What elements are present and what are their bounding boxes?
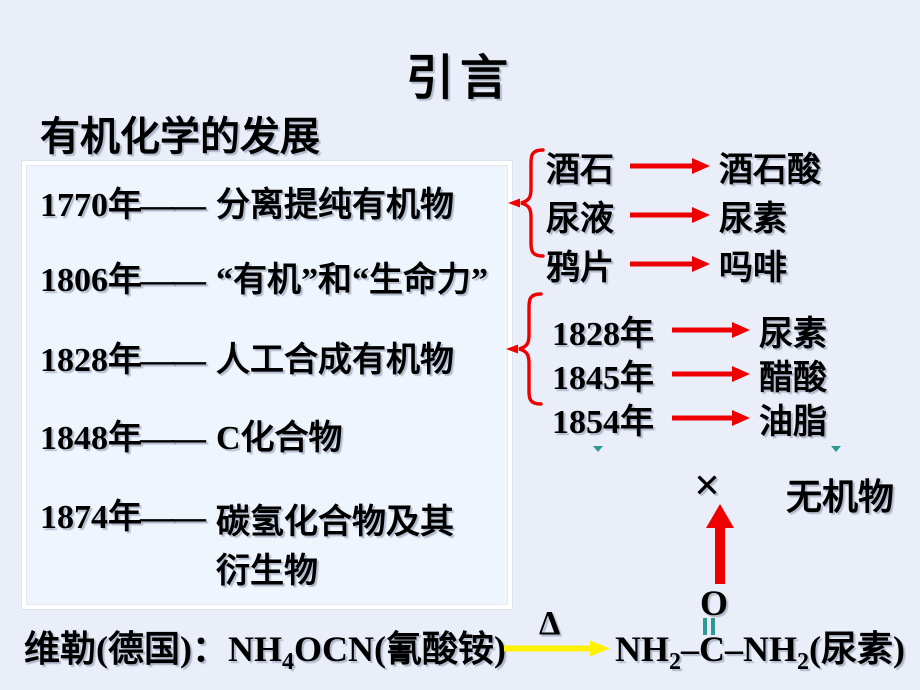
- marker-triangle-icon: [831, 446, 841, 452]
- formula-text: NH: [743, 629, 797, 669]
- curly-brace-icon: [508, 148, 545, 258]
- timeline-row: 1848年 —— C化合物: [40, 419, 343, 458]
- dash: ——: [140, 342, 206, 379]
- event-label: C化合物: [216, 420, 343, 457]
- year-label: 1770年: [40, 187, 142, 224]
- dash: ——: [140, 187, 206, 224]
- oxygen-label: O: [700, 583, 729, 623]
- double-bond-icon: [703, 618, 715, 635]
- curly-brace-icon: [506, 292, 543, 406]
- timeline-row: 1770年 —— 分离提纯有机物: [40, 186, 454, 225]
- event-label: 碳氢化合物及其 衍生物: [216, 504, 454, 591]
- event-label: “有机”和“生命力”: [216, 262, 488, 299]
- synthesis-row: 1828年 尿素: [552, 311, 827, 353]
- extraction-row: 尿液 尿素: [546, 196, 787, 238]
- cross-mark: ×: [694, 459, 721, 510]
- product-label: 尿素: [719, 200, 787, 238]
- red-arrow-right-icon: [630, 207, 710, 223]
- delta-symbol: Δ: [539, 605, 561, 642]
- year-label: 1828年: [40, 342, 142, 379]
- synthesis-row: 1845年 醋酸: [552, 355, 827, 397]
- dash: ——: [140, 420, 206, 457]
- formula-note: (尿素): [809, 629, 905, 669]
- product-label: 油脂: [759, 403, 827, 441]
- formula-subscript: 2: [797, 649, 809, 675]
- yellow-arrow-right-icon: [504, 640, 610, 657]
- scientist-label: 维勒(德国)：: [24, 629, 228, 669]
- year-label: 1854年: [552, 403, 654, 441]
- red-arrow-up-icon: [706, 504, 734, 584]
- product-label: 醋酸: [759, 359, 827, 397]
- product-label: 吗啡: [719, 249, 787, 287]
- red-arrow-right-icon: [672, 322, 750, 338]
- dash: ——: [140, 499, 206, 536]
- source-label: 鸦片: [546, 249, 614, 287]
- red-arrow-right-icon: [672, 410, 750, 426]
- year-label: 1848年: [40, 420, 142, 457]
- dash: ——: [140, 262, 206, 299]
- formula-subscript: 4: [281, 649, 294, 675]
- extraction-row: 酒石 酒石酸: [546, 147, 821, 189]
- equation-reactant: 维勒(德国)：NH4OCN(氰酸铵): [24, 620, 506, 676]
- year-label: 1806年: [40, 262, 142, 299]
- red-arrow-right-icon: [672, 366, 750, 382]
- year-label: 1845年: [552, 359, 654, 397]
- formula-text: NH: [615, 629, 669, 669]
- formula-text: NH: [227, 629, 282, 669]
- section-heading: 有机化学的发展: [40, 114, 320, 159]
- formula-text: –C–: [681, 629, 743, 669]
- equation-product: NH2–C–NH2(尿素): [615, 620, 905, 676]
- formula-subscript: 2: [669, 649, 681, 675]
- red-arrow-right-icon: [630, 256, 710, 272]
- synthesis-row: 1854年 油脂: [552, 399, 827, 441]
- extraction-row: 鸦片 吗啡: [546, 245, 787, 287]
- product-label: 酒石酸: [719, 151, 821, 189]
- source-label: 尿液: [546, 200, 614, 238]
- year-label: 1828年: [552, 315, 654, 353]
- timeline-row: 1874年 —— 碳氢化合物及其 衍生物: [40, 498, 454, 597]
- red-arrow-right-icon: [630, 158, 710, 174]
- year-label: 1874年: [40, 499, 142, 536]
- timeline-row: 1828年 —— 人工合成有机物: [40, 341, 454, 380]
- event-label: 人工合成有机物: [216, 342, 454, 379]
- source-label: 酒石: [546, 151, 614, 189]
- event-label: 分离提纯有机物: [216, 187, 454, 224]
- slide-title: 引言: [405, 52, 514, 105]
- timeline-row: 1806年 —— “有机”和“生命力”: [40, 261, 488, 300]
- timeline-box: [22, 161, 512, 609]
- marker-triangle-icon: [593, 446, 603, 452]
- product-label: 尿素: [759, 315, 827, 353]
- inorganic-label: 无机物: [786, 477, 895, 517]
- formula-text: OCN(氰酸铵): [293, 629, 506, 669]
